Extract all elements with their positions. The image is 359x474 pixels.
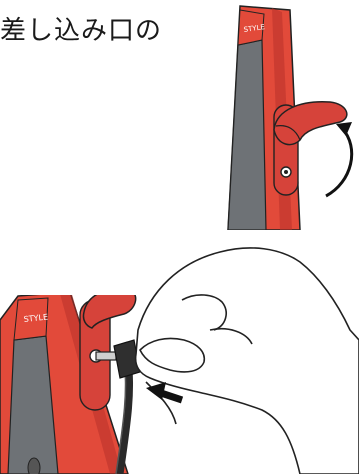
device-screen <box>228 40 266 230</box>
device-main: STYLE <box>0 289 136 474</box>
rotate-arrow <box>326 128 352 196</box>
home-button <box>28 458 40 474</box>
device-top-closeup: STYLE <box>228 6 352 230</box>
hand <box>136 248 359 474</box>
